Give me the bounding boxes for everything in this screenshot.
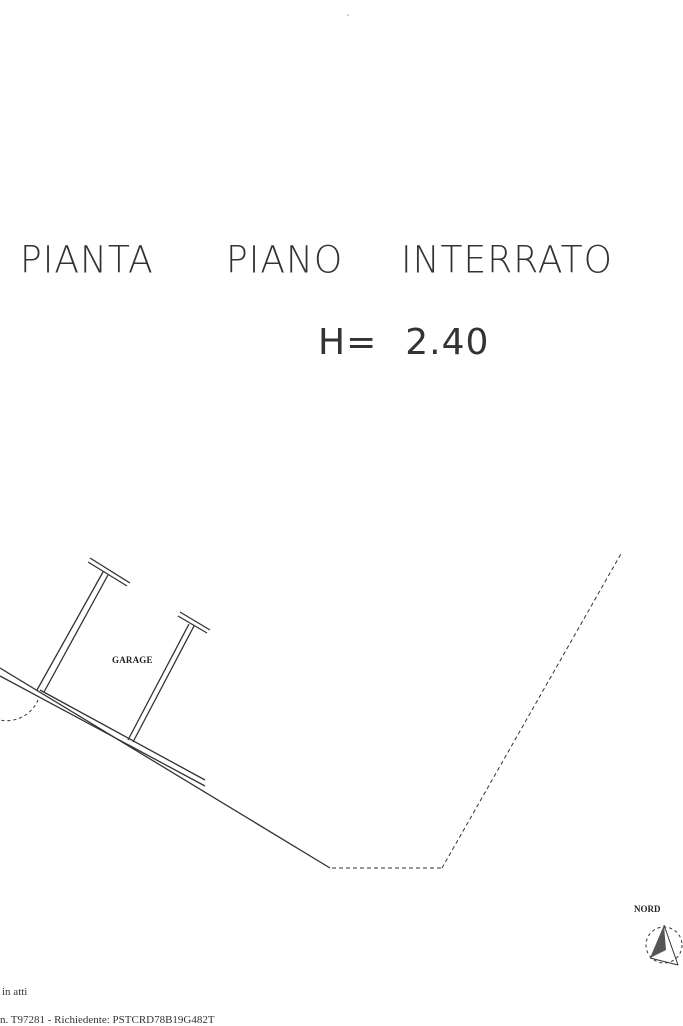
north-label: NORD <box>634 904 661 914</box>
footer-line-2: n. T97281 - Richiedente: PSTCRD78B19G482… <box>0 1014 215 1026</box>
door-swing-arc <box>0 699 39 722</box>
footer-line-1: in atti <box>2 986 28 998</box>
title-word-piano: PIANO <box>226 238 344 283</box>
main-wall <box>0 667 331 869</box>
title-word-interrato: INTERRATO <box>401 238 614 283</box>
ceiling-height: H= 2.40 <box>318 322 489 363</box>
room-label-garage: GARAGE <box>112 655 153 665</box>
title-word-pianta: PIANTA <box>20 238 154 283</box>
north-arrow-icon <box>645 924 683 966</box>
partition-wall-right <box>127 611 211 743</box>
scan-speck <box>347 14 349 16</box>
boundary-dashed-outline <box>332 551 623 869</box>
partition-wall-left <box>36 557 131 693</box>
height-value: 2.40 <box>405 322 490 363</box>
height-label: H= <box>318 322 378 363</box>
plan-title: PIANTA PIANO INTERRATO <box>0 238 683 290</box>
